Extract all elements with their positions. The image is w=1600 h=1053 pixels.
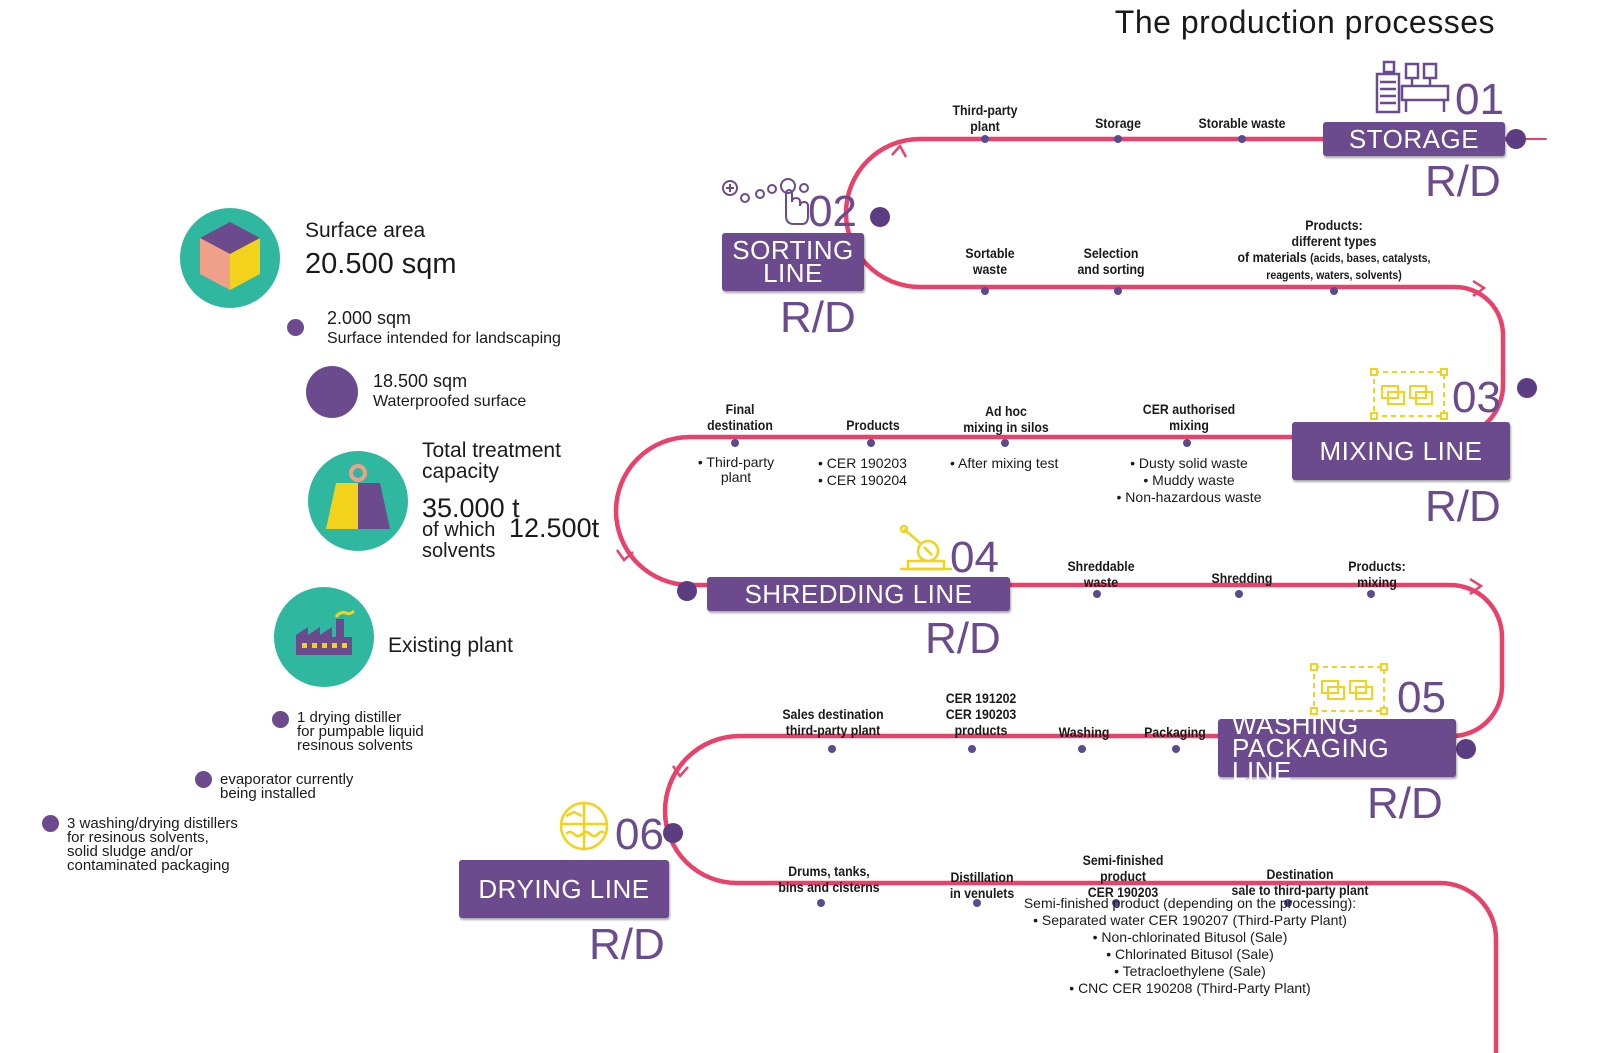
row5-label-c: Washing [1058, 724, 1110, 740]
stage-washing-label-2: PACKAGING LINE [1232, 732, 1390, 786]
row6-label-a: Drums, tanks,bins and cisterns [778, 863, 880, 895]
capacity-value: 35.000 t [422, 493, 520, 523]
capacity-solvents-value: 12.500t [509, 513, 600, 543]
landscaping-label: Surface intended for landscaping [327, 330, 561, 347]
cube-icon [180, 208, 280, 308]
mixing-blocks-icon [1370, 368, 1450, 425]
stage-drying-box[interactable]: DRYING LINE [459, 860, 669, 918]
factory-icon [274, 587, 374, 687]
surface-area-value: 20.500 sqm [305, 248, 457, 280]
surface-area-label: Surface area [305, 219, 426, 242]
semi-finished-item: • Non-chlorinated Bitusol (Sale) [1092, 929, 1288, 945]
stage-washing-box[interactable]: WASHING PACKAGING LINE [1218, 712, 1456, 784]
waterproof-label: Waterproofed surface [373, 393, 527, 410]
landscaping-dot [287, 319, 304, 336]
stage-mixing-label: MIXING LINE [1319, 435, 1483, 466]
row3-sub-d: • Dusty solid waste• Muddy waste• Non-ha… [1116, 455, 1262, 505]
touch-sorting-icon [720, 176, 810, 231]
semi-finished-item: • Separated water CER 190207 (Third-Part… [1033, 912, 1347, 928]
row3-sub-c: • After mixing test [950, 455, 1059, 471]
stage-shredding-box[interactable]: SHREDDING LINE [707, 577, 1010, 611]
semi-finished-item: • CNC CER 190208 (Third-Party Plant) [1069, 980, 1311, 996]
stage-mixing-box[interactable]: MIXING LINE [1292, 422, 1510, 480]
semi-finished-heading: Semi-finished product (depending on the … [1023, 895, 1357, 911]
packaging-blocks-icon [1310, 663, 1390, 720]
stage-number-01: 01 [1455, 75, 1504, 124]
stage-storage-box[interactable]: STORAGE [1323, 122, 1505, 156]
stage-02-rd: R/D [780, 293, 856, 342]
stage-drying-label: DRYING LINE [478, 873, 650, 904]
stage-05-rd: R/D [1367, 779, 1443, 828]
stage-shredding-label: SHREDDING LINE [744, 578, 973, 609]
landscaping-value: 2.000 sqm [327, 308, 412, 328]
equip-2-dot [195, 771, 212, 788]
stage-sorting-label-2: LINE [763, 258, 823, 288]
stage-sorting-box[interactable]: SORTING LINE [722, 233, 864, 291]
semi-finished-notes: Semi-finished product (depending on the … [1000, 895, 1380, 997]
machinery-icon [1374, 58, 1452, 121]
capacity-solvents: solvents [422, 540, 496, 562]
stage-03-rd: R/D [1425, 482, 1501, 531]
stage-number-05: 05 [1397, 673, 1446, 722]
stage-number-02: 02 [808, 187, 857, 236]
existing-plant-label: Existing plant [388, 634, 513, 657]
row3-label-b: Products [846, 417, 900, 433]
page-title: The production processes [1114, 4, 1495, 40]
stage-sorting-label-1: SORTING [732, 235, 854, 265]
stage-01-rd: R/D [1425, 157, 1501, 206]
stage-number-06: 06 [615, 810, 664, 859]
waterproof-dot [306, 366, 358, 418]
stage-06-rd: R/D [589, 920, 665, 969]
shredder-icon [898, 524, 954, 578]
capacity-of-which: of which [422, 519, 496, 541]
drying-globe-icon [556, 800, 612, 857]
row1-label-b: Storage [1095, 115, 1141, 131]
stage-number-04: 04 [950, 533, 999, 582]
stage-washing-label-1: WASHING [1232, 709, 1359, 740]
stage-04-rd: R/D [925, 614, 1001, 663]
row5-label-d: Packaging [1144, 724, 1206, 740]
row2-label-c: Products:different types of materials (a… [1237, 217, 1431, 282]
row3-sub-b: • CER 190203• CER 190204 [818, 455, 907, 488]
waterproof-value: 18.500 sqm [373, 371, 468, 391]
equip-1-dot [272, 711, 289, 728]
weight-icon [308, 451, 408, 551]
stage-number-03: 03 [1452, 373, 1501, 422]
equip-3-dot [42, 815, 59, 832]
row4-label-b: Shredding [1211, 570, 1273, 586]
row4-label-c: Products:mixing [1348, 558, 1406, 590]
row1-label-c: Storable waste [1198, 115, 1286, 131]
semi-finished-item: • Tetracloethylene (Sale) [1114, 963, 1266, 979]
semi-finished-item: • Chlorinated Bitusol (Sale) [1106, 946, 1274, 962]
stage-storage-label: STORAGE [1348, 123, 1480, 154]
